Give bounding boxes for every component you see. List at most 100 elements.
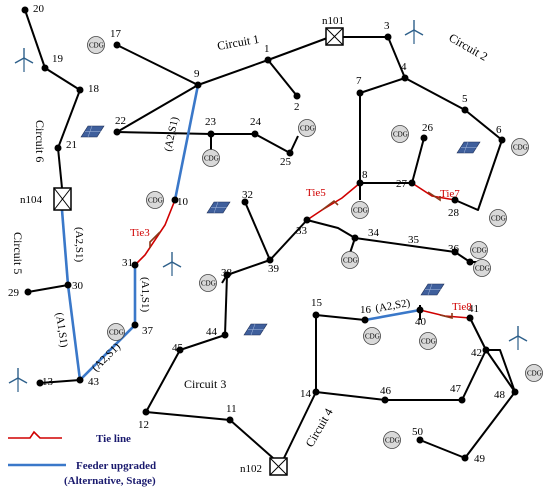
svg-text:CDG: CDG: [491, 215, 506, 223]
tie7-line: [411, 182, 456, 201]
cdg-8: CDG: [351, 201, 369, 219]
legend-feeder-label-2: (Alternative, Stage): [64, 475, 156, 487]
bus-30: [64, 281, 72, 289]
bus-44: [221, 331, 229, 339]
feeder-label-43-37: (A2,S1): [90, 341, 124, 375]
line-9-22: [116, 84, 199, 133]
substation-104-label: n104: [20, 194, 43, 206]
bus-28: [451, 196, 459, 204]
node-label-25: 25: [280, 156, 292, 168]
bus-13: [36, 379, 44, 387]
cdg-6: CDG: [511, 138, 529, 156]
node-label-41: 41: [468, 303, 479, 315]
wind-turbines: [8, 19, 528, 393]
pv-panel-32: [206, 201, 231, 214]
circuit-6-label: Circuit 6: [33, 120, 47, 162]
line-4-5-6: [404, 77, 503, 141]
feeder-43-37: [79, 324, 136, 381]
feeder-104-30: [60, 209, 70, 286]
line-1-9: [197, 59, 269, 86]
bus-35: [451, 248, 459, 256]
node-label-22: 22: [115, 115, 126, 127]
bus-39: [266, 256, 274, 264]
tie7-switch: [427, 191, 441, 202]
bus-34: [351, 234, 359, 242]
svg-text:CDG: CDG: [89, 42, 104, 50]
node-label-26: 26: [422, 122, 434, 134]
line-33-39: [269, 219, 308, 261]
pv-panel-40: [420, 283, 445, 296]
node-label-40: 40: [415, 316, 427, 328]
line-1-2: [267, 59, 298, 97]
node-label-3: 3: [384, 20, 390, 32]
node-label-7: 7: [356, 75, 362, 87]
node-label-46: 46: [380, 385, 392, 397]
node-label-27: 27: [396, 178, 408, 190]
bus-4: [401, 74, 409, 82]
pv-panel-22: [80, 125, 105, 138]
feeder-16-40: [364, 308, 421, 322]
node-label-19: 19: [52, 53, 64, 65]
node-label-10: 10: [177, 196, 189, 208]
node-label-43: 43: [88, 376, 100, 388]
line-6-28: [454, 139, 503, 211]
tie5-label: Tie5: [306, 187, 326, 199]
bus-3: [384, 33, 392, 41]
node-label-20: 20: [33, 3, 45, 15]
node-label-11: 11: [226, 403, 237, 415]
svg-text:CDG: CDG: [343, 257, 358, 265]
line-20-19: [24, 9, 46, 69]
node-label-8: 8: [362, 169, 368, 181]
bus-48: [511, 388, 519, 396]
tie-lines: [134, 182, 471, 319]
cdg-36-upper: CDG: [470, 241, 488, 259]
circuit-4-label: Circuit 4: [302, 406, 335, 450]
cdg-50: CDG: [383, 431, 401, 449]
wind-turbine-19: [14, 47, 34, 73]
line-41-42: [469, 317, 487, 351]
bus-17: [113, 41, 121, 49]
legend: Tie line Feeder upgraded (Alternative, S…: [8, 430, 156, 487]
bus-23: [207, 130, 215, 138]
line-43-13: [39, 379, 81, 384]
line-27-26: [411, 137, 425, 184]
svg-text:CDG: CDG: [513, 144, 528, 152]
bus-26: [420, 134, 428, 142]
feeder-label-31-37: (A1,S1): [139, 277, 151, 312]
node-label-38: 38: [221, 267, 233, 279]
substation-104: n104: [20, 187, 72, 211]
svg-text:CDG: CDG: [475, 265, 490, 273]
node-label-45: 45: [172, 342, 184, 354]
node-label-21: 21: [66, 139, 77, 151]
svg-text:CDG: CDG: [472, 247, 487, 255]
cdg-17: CDG: [87, 36, 105, 54]
node-label-31: 31: [122, 257, 133, 269]
feeder-9-10: [173, 84, 200, 201]
wind-turbine-13: [8, 367, 28, 393]
circuit-1-label: Circuit 1: [216, 32, 260, 53]
bus-2: [293, 92, 301, 100]
line-44-45: [179, 334, 226, 351]
node-label-49: 49: [474, 453, 486, 465]
line-48-49: [419, 391, 516, 459]
line-38-44: [224, 274, 228, 336]
node-label-50: 50: [412, 426, 424, 438]
bus-18: [76, 86, 84, 94]
node-label-48: 48: [494, 389, 506, 401]
bus-29: [24, 288, 32, 296]
circuit-5-label: Circuit 5: [11, 232, 25, 274]
bus-16: [361, 316, 369, 324]
node-label-6: 6: [496, 124, 502, 136]
node-label-14: 14: [300, 388, 312, 400]
node-label-12: 12: [138, 419, 149, 431]
cdg-16: CDG: [363, 327, 381, 345]
bus-1: [264, 56, 272, 64]
bus-49: [461, 454, 469, 462]
bus-6: [498, 136, 506, 144]
cdg-10: CDG: [146, 191, 164, 209]
cdg-26: CDG: [391, 125, 409, 143]
node-label-5: 5: [462, 93, 468, 105]
node-label-1: 1: [264, 43, 270, 55]
node-label-16: 16: [360, 304, 372, 316]
svg-text:CDG: CDG: [365, 333, 380, 341]
